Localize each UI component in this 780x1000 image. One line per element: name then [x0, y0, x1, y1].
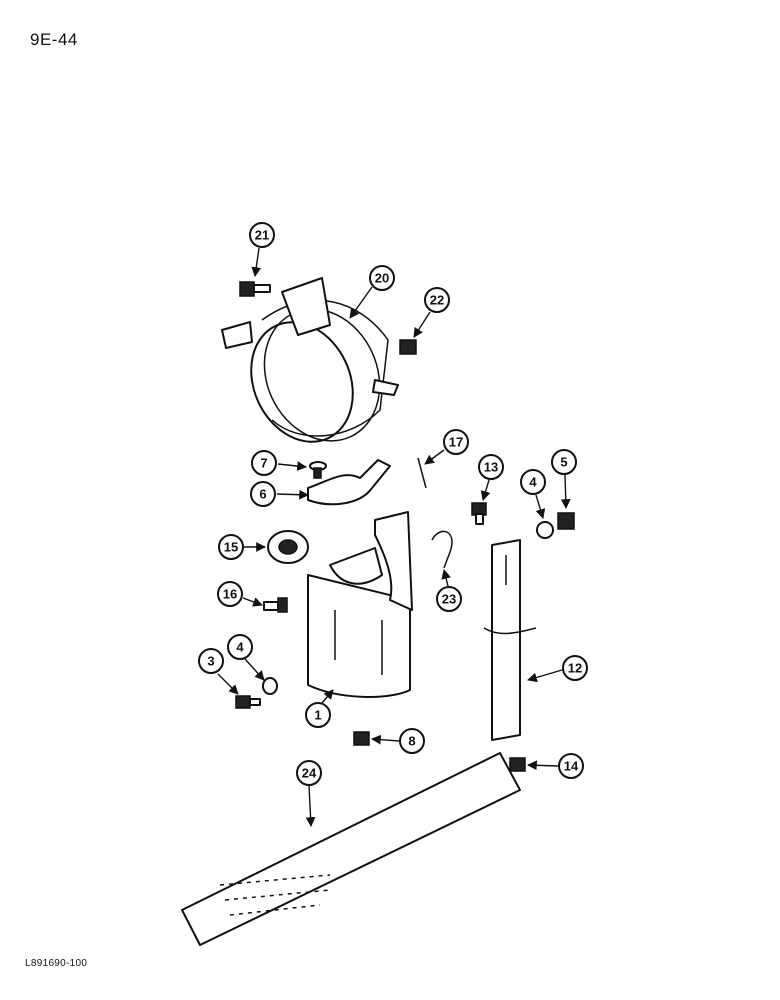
bearing-part — [267, 530, 309, 564]
bracket-strap-part — [307, 459, 391, 506]
callout-22: 22 — [413, 287, 450, 338]
nut-22-part — [399, 339, 417, 355]
svg-text:21: 21 — [255, 228, 269, 243]
svg-text:13: 13 — [484, 460, 498, 475]
nut-14-part — [509, 757, 526, 772]
callout-4: 4 — [520, 469, 546, 519]
nut-8-part — [353, 731, 370, 746]
nut-5-part — [557, 512, 575, 530]
svg-text:12: 12 — [568, 661, 582, 676]
bolt-3-part — [235, 695, 261, 709]
callout-14: 14 — [527, 753, 584, 779]
band-clamp-part — [221, 277, 399, 443]
callout-21: 21 — [249, 222, 275, 277]
washer-4b-part — [262, 677, 278, 695]
svg-text:8: 8 — [408, 734, 415, 749]
callout-17: 17 — [424, 429, 469, 465]
page-code: 9E-44 — [30, 30, 78, 49]
callout-20: 20 — [349, 265, 395, 319]
callout-7: 7 — [251, 450, 307, 476]
svg-text:3: 3 — [207, 654, 214, 669]
svg-text:4: 4 — [529, 475, 537, 490]
callout-3: 3 — [198, 648, 239, 695]
callout-1: 1 — [305, 689, 334, 728]
callout-13: 13 — [478, 454, 504, 501]
screw-7-part — [309, 461, 327, 479]
plate-24-part — [181, 752, 521, 946]
svg-text:5: 5 — [560, 455, 567, 470]
callout-5: 5 — [551, 449, 577, 509]
svg-text:6: 6 — [259, 487, 266, 502]
callout-23: 23 — [436, 569, 462, 612]
callout-8: 8 — [371, 728, 425, 754]
svg-text:1: 1 — [314, 708, 321, 723]
svg-text:7: 7 — [260, 456, 267, 471]
svg-text:14: 14 — [564, 759, 579, 774]
svg-text:24: 24 — [302, 766, 317, 781]
svg-text:15: 15 — [224, 540, 238, 555]
callout-16: 16 — [217, 581, 263, 607]
svg-text:17: 17 — [449, 435, 463, 450]
callout-12: 12 — [527, 655, 588, 683]
washer-4-part — [536, 521, 554, 539]
figure-id: L891690-100 — [25, 958, 88, 969]
svg-text:23: 23 — [442, 592, 456, 607]
callout-4b: 4 — [227, 634, 265, 681]
callout-6: 6 — [250, 481, 309, 507]
spring-pin-part — [417, 457, 427, 489]
callout-15: 15 — [218, 534, 266, 560]
callout-24: 24 — [296, 760, 322, 827]
bolt-21-part — [239, 281, 271, 297]
svg-text:20: 20 — [375, 271, 389, 286]
support-bracket-part — [307, 511, 413, 698]
bolt-13-part — [471, 502, 487, 525]
svg-text:16: 16 — [223, 587, 237, 602]
svg-text:22: 22 — [430, 293, 444, 308]
post-12-part — [483, 539, 537, 741]
svg-text:4: 4 — [236, 640, 244, 655]
bolt-16-part — [263, 597, 288, 613]
clip-23-part — [431, 530, 453, 569]
